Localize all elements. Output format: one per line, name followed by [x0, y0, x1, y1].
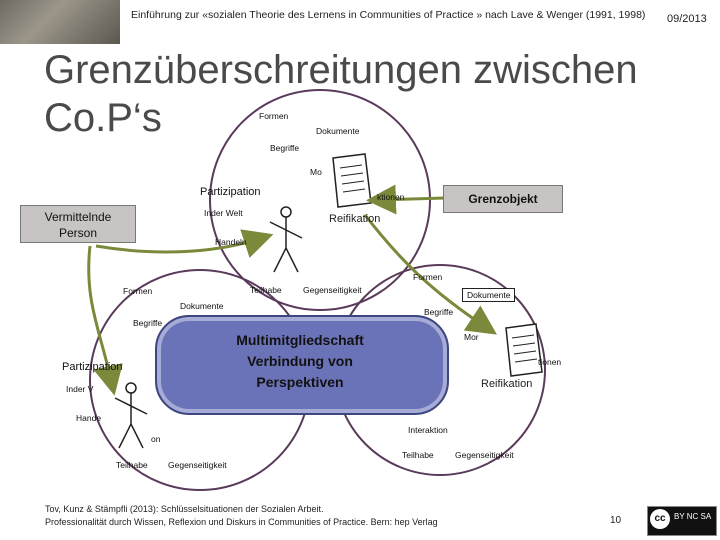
- left-inder-v-label: Inder V: [66, 384, 94, 394]
- vermittelnde-person-box: Vermittelnde Person: [20, 205, 136, 243]
- multi-line-3: Perspektiven: [256, 374, 344, 390]
- top-teilhabe-label: Teilhabe: [250, 285, 282, 295]
- arrow-grenz-to-topdoc: [366, 184, 446, 215]
- footer-line-1: Tov, Kunz & Stämpfli (2013): Schlüsselsi…: [45, 504, 324, 514]
- right-tionen-label: tionen: [538, 357, 562, 367]
- left-partizipation-label: Partizipation: [62, 361, 123, 373]
- page-title: Grenzüberschreitungen zwischen Co.P‘s: [44, 48, 638, 140]
- left-teilhabe-label: Teilhabe: [116, 460, 148, 470]
- left-dokumente-label: Dokumente: [180, 301, 224, 311]
- top-reifikation-label: Reifikation: [329, 213, 381, 225]
- left-gegenseitigkeit-label: Gegenseitigkeit: [168, 460, 227, 470]
- grenzobjekt-box: Grenzobjekt: [443, 185, 563, 213]
- left-on-label: on: [151, 434, 161, 444]
- right-mor-label: Mor: [464, 332, 479, 342]
- vermittelnde-person-label: Vermittelnde Person: [44, 210, 112, 240]
- right-dokumente-label: Dokumente: [462, 288, 516, 302]
- header-date: 09/2013: [667, 13, 707, 25]
- stick-figure-left: [114, 382, 148, 449]
- stick-figure-top: [269, 206, 303, 273]
- top-inder-welt-label: Inder Welt: [204, 208, 243, 218]
- arrow-verm-to-figure: [87, 245, 123, 396]
- arrow-doc-to-right: [363, 214, 497, 335]
- multi-line-2: Verbindung von: [247, 353, 353, 369]
- header-text: Einführung zur «sozialen Theorie des Ler…: [131, 9, 646, 21]
- right-gegenseitigkeit-label: Gegenseitigkeit: [455, 450, 514, 460]
- cop-circle-top: [209, 89, 431, 311]
- left-begriffe-label: Begriffe: [133, 318, 163, 328]
- top-formen-label: Formen: [259, 111, 289, 121]
- top-ktionen-label: ktionen: [377, 192, 405, 202]
- right-teilhabe-label: Teilhabe: [402, 450, 434, 460]
- footer-citation: Tov, Kunz & Stämpfli (2013): Schlüsselsi…: [45, 503, 585, 529]
- creative-commons-icon: cc: [650, 509, 670, 529]
- top-handeln-label: Handeln: [215, 237, 247, 247]
- left-hande-label: Hande: [76, 413, 102, 423]
- left-formen-label: Formen: [123, 286, 153, 296]
- top-mo-label: Mo: [310, 167, 322, 177]
- cc-license-text: BY NC SA: [674, 512, 712, 521]
- top-partizipation-label: Partizipation: [200, 186, 261, 198]
- document-icon-right: [505, 323, 543, 377]
- top-gegenseitigkeit-label: Gegenseitigkeit: [303, 285, 362, 295]
- right-reifikation-label: Reifikation: [481, 378, 533, 390]
- top-dokumente-label: Dokumente: [316, 126, 360, 136]
- page-number: 10: [610, 515, 622, 526]
- right-begriffe-label: Begriffe: [424, 307, 454, 317]
- right-interaktion-label: Interaktion: [408, 425, 448, 435]
- arrow-verm-to-top: [95, 229, 274, 258]
- header-photo: [0, 0, 120, 44]
- top-begriffe-label: Begriffe: [270, 143, 300, 153]
- multimitgliedschaft-text: Multimitgliedschaft Verbindung von Persp…: [155, 330, 445, 393]
- footer-line-2: Professionalität durch Wissen, Reflexion…: [45, 517, 438, 527]
- document-icon-top: [332, 153, 372, 208]
- right-formen-label: Formen: [413, 272, 443, 282]
- multimitgliedschaft-box: [155, 315, 449, 415]
- multi-line-1: Multimitgliedschaft: [236, 332, 364, 348]
